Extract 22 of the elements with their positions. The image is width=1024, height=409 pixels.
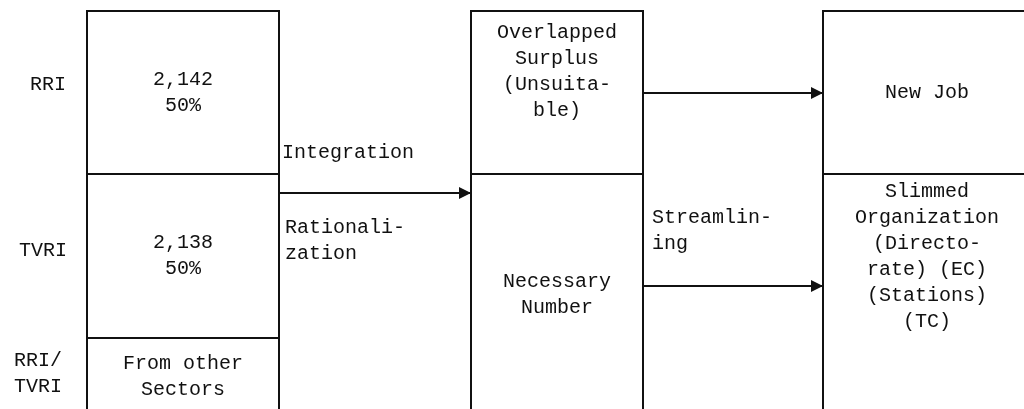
process-box bbox=[822, 10, 1024, 175]
box-text: New Job bbox=[885, 79, 969, 106]
process-box bbox=[86, 173, 280, 339]
arrow bbox=[642, 87, 824, 99]
process-box bbox=[86, 10, 280, 175]
box-text: 2,138 50% bbox=[152, 230, 214, 282]
process-box bbox=[86, 337, 280, 409]
box-text: Overlapped Surplus (Unsuita- ble) bbox=[495, 20, 618, 124]
process-box bbox=[470, 173, 644, 409]
box-text: From other Sectors bbox=[121, 351, 244, 403]
arrow bbox=[278, 187, 472, 199]
row-label: TVRI bbox=[18, 238, 68, 264]
row-label: RRI/ TVRI bbox=[13, 348, 63, 400]
process-box bbox=[470, 10, 644, 175]
edge-label: Streamlin- ing bbox=[652, 205, 774, 257]
process-label: Rationali- zation bbox=[285, 215, 405, 267]
row-label: RRI bbox=[29, 72, 67, 98]
edge-label: Integration bbox=[282, 140, 415, 166]
box-text: Necessary Number bbox=[501, 269, 612, 321]
box-text: Slimmed Organization (Directo- rate) (EC) (Stations) (TC) bbox=[853, 179, 1000, 335]
arrow bbox=[642, 280, 824, 292]
box-text: 2,142 50% bbox=[152, 66, 214, 119]
